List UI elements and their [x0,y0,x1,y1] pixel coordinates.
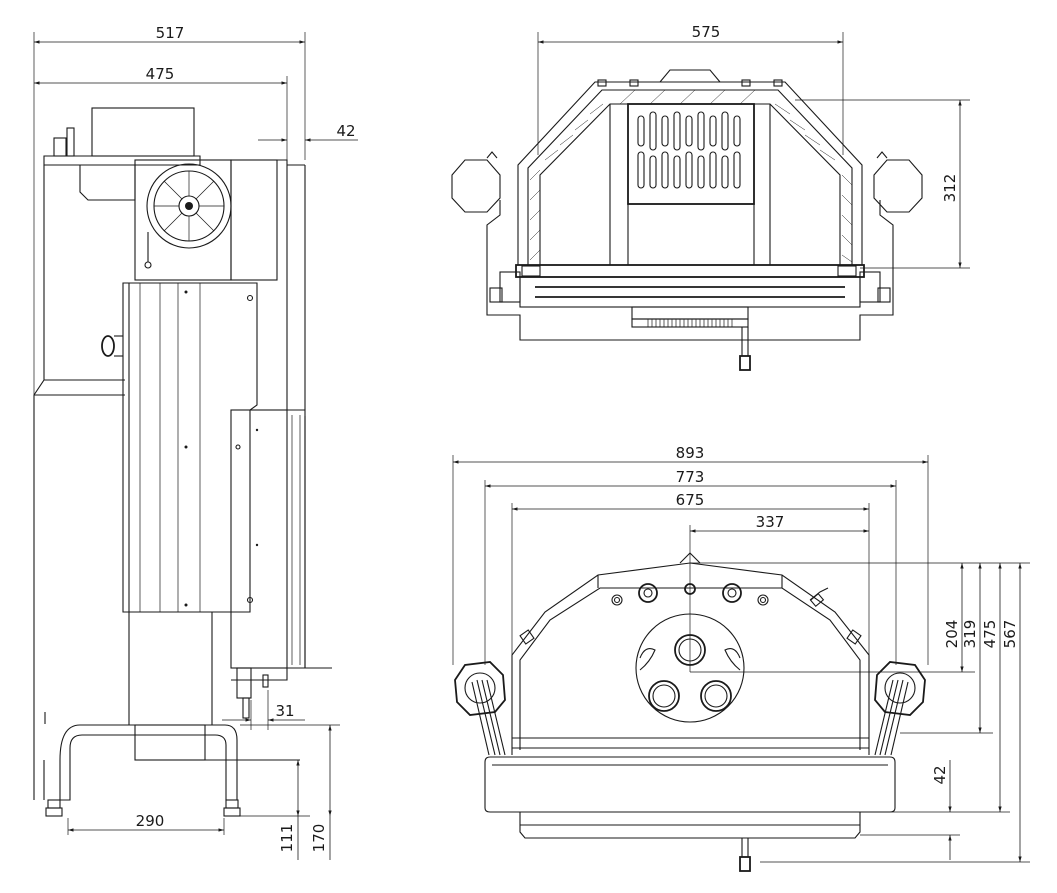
dim-label-773: 773 [676,468,705,486]
door-panel [122,282,258,613]
dim-label-31: 31 [275,702,294,720]
dim-label-204: 204 [943,620,961,649]
dim-step: 31 [222,690,305,730]
grate-slots [637,111,741,189]
air-outlet-plate [635,613,745,723]
dim-label-170: 170 [310,824,328,853]
dim-body-depth: 475 [34,65,288,160]
dim-label-111: 111 [278,824,296,853]
dim-label-517: 517 [156,24,185,42]
dim-label-337: 337 [756,513,785,531]
dim-label-475-bottom: 475 [981,620,999,649]
dim-leg-span: 290 [67,812,225,835]
dim-frame-offset: 42 [258,122,358,142]
dim-leg-height: 111 [240,760,310,860]
dim-front-offset: 42 [931,760,952,860]
dim-outlet-depth: 204 [943,563,964,672]
dim-label-675: 675 [676,491,705,509]
side-view: 517 475 42 [33,24,358,860]
bottom-view: 893 773 675 337 204 [452,444,1030,872]
dim-frame-width: 773 [484,468,897,665]
dim-base-height: 170 [240,724,340,860]
dim-label-319: 319 [961,620,979,649]
dim-half-width: 337 [689,513,869,672]
dim-label-575: 575 [692,23,721,41]
dim-overall-width-bottom: 893 [452,444,929,665]
dim-depth-475: 475 [981,563,1002,812]
dim-label-567: 567 [1001,620,1019,649]
dim-depth-319: 319 [961,563,982,733]
top-view: 575 312 [451,23,970,371]
dim-label-475-side: 475 [146,65,175,83]
dim-label-290: 290 [136,812,165,830]
dim-label-893: 893 [676,444,705,462]
dim-body-width: 675 [511,491,870,660]
dim-overall-width: 517 [33,24,306,395]
dim-top-width: 575 [537,23,844,155]
fan-wheel [146,163,232,249]
dim-top-depth: 312 [795,99,970,269]
dim-overall-depth: 567 [1001,563,1022,862]
dim-label-42-side: 42 [336,122,355,140]
dim-label-312: 312 [941,174,959,203]
dim-label-42-bottom: 42 [931,765,949,784]
